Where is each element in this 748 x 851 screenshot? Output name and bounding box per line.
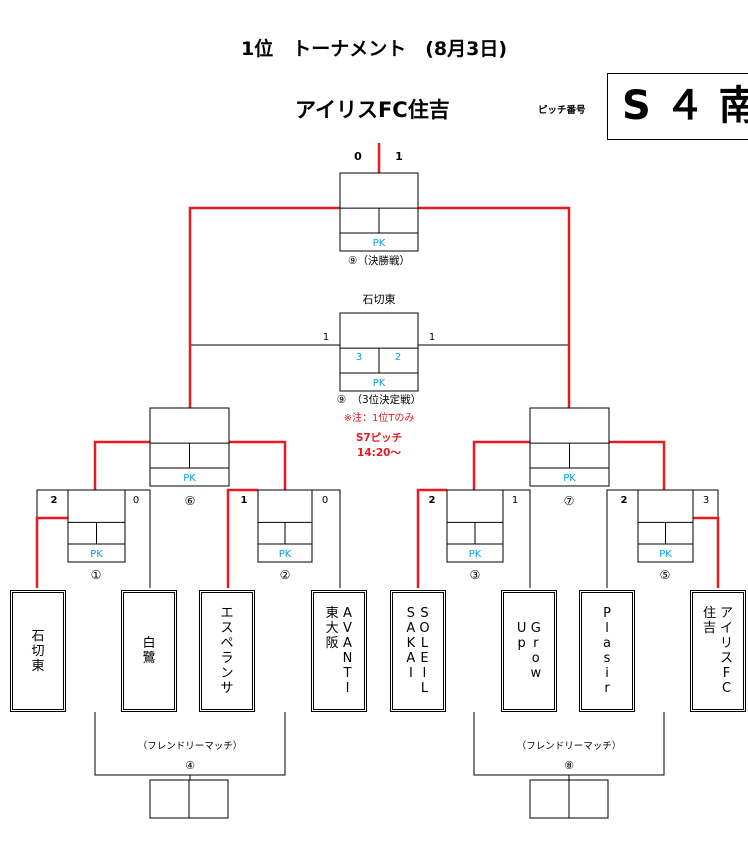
team-box: 白鷺	[121, 590, 177, 712]
winning-path	[472, 440, 530, 490]
third-label: ⑨ （3位決定戦）	[337, 393, 421, 406]
team-name-column: 石切東	[31, 628, 45, 674]
friendly-label: （フレンドリーマッチ）	[138, 740, 243, 752]
round1-label: ①	[91, 568, 102, 582]
pk-label: PK	[469, 549, 482, 560]
bracket-line	[229, 441, 286, 490]
team-name-column: エスペランサ	[220, 606, 234, 696]
semifinal-left-label: ⑥	[185, 494, 196, 508]
pk-label: PK	[659, 549, 672, 560]
winning-path	[188, 206, 340, 408]
third-score-right: 1	[429, 332, 435, 343]
bracket-line	[312, 489, 341, 588]
winning-path	[416, 488, 447, 588]
round1-label: ⑤	[660, 568, 671, 582]
bracket-line	[94, 441, 150, 490]
team-box: 石切東	[10, 590, 66, 712]
round1-score-left: 2	[429, 495, 436, 506]
team-name-column: 住吉	[702, 606, 716, 636]
round1-label: ②	[280, 568, 291, 582]
bracket-line	[606, 489, 638, 588]
final-label: ⑨（決勝戦）	[348, 254, 410, 267]
friendly-number: ④	[185, 759, 195, 772]
third-pk-left: 3	[356, 352, 362, 363]
winning-path	[418, 206, 571, 408]
round1-label: ③	[470, 568, 481, 582]
team-name-column: 白鷺	[142, 636, 156, 666]
pk-label: PK	[373, 378, 386, 389]
final-score-right: 1	[395, 150, 403, 163]
third-score-left: 1	[323, 332, 329, 343]
match-box	[149, 407, 230, 487]
third-place-winner: 石切東	[363, 293, 396, 306]
third-pitch: S7ピッチ	[356, 432, 402, 444]
semifinal-right-label: ⑦	[564, 494, 575, 508]
bracket-line	[125, 489, 151, 588]
round1-score-right: 0	[133, 495, 139, 506]
round1-score-left: 2	[621, 495, 628, 506]
round1-score-left: 2	[51, 495, 58, 506]
round1-score-right: 3	[703, 495, 709, 506]
third-pk-right: 2	[395, 352, 401, 363]
bracket-line	[503, 489, 531, 588]
round1-score-right: 0	[322, 495, 328, 506]
page-title: 1位 トーナメント (8月3日)	[240, 38, 508, 60]
team-name-column: 東大阪	[325, 606, 339, 651]
champion-name: アイリスFC住吉	[295, 98, 450, 122]
team-box: エスペランサ	[199, 590, 255, 712]
winning-path	[229, 440, 287, 490]
pitch-number-label: ピッチ番号	[538, 105, 586, 116]
round1-score-right: 1	[512, 495, 518, 506]
third-time: 14:20〜	[357, 447, 401, 459]
winning-path	[226, 488, 258, 588]
pk-label: PK	[279, 549, 292, 560]
friendly-label: （フレンドリーマッチ）	[517, 740, 622, 752]
bracket-line	[418, 207, 570, 408]
friendly-number: ⑧	[564, 759, 574, 772]
winning-path	[35, 516, 68, 588]
winning-path	[93, 440, 150, 490]
bracket-line	[189, 207, 340, 408]
bracket-line	[609, 441, 665, 490]
final-score-left: 0	[354, 150, 362, 163]
bracket-line	[473, 441, 530, 490]
pk-label: PK	[563, 473, 576, 484]
round1-score-left: 1	[241, 495, 248, 506]
winning-path	[693, 516, 720, 588]
pitch-number-box: S ４ 南	[607, 73, 748, 140]
pk-label: PK	[373, 238, 386, 249]
pk-label: PK	[90, 549, 103, 560]
pk-label: PK	[183, 473, 196, 484]
winning-path	[609, 440, 666, 490]
third-note: ※注：1位Tのみ	[344, 411, 415, 424]
